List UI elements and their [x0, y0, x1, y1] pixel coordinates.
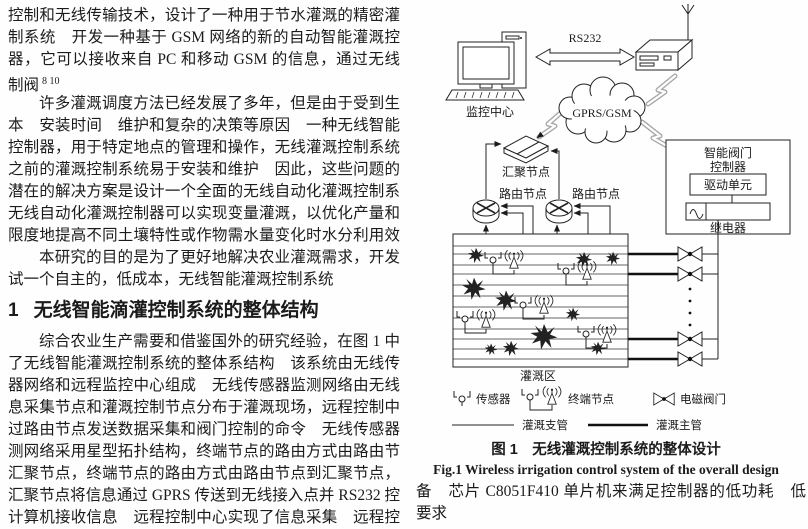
relay-label: 继电器 [710, 221, 746, 235]
text-line: 息采集节点和灌溉控制节点分布于灌溉现场，远程控制中心通 [8, 399, 400, 416]
text-line: 制系统 开发一种基于 GSM 网络的新的自动智能灌溉控制 [8, 29, 400, 46]
rs232-link-arrow [534, 48, 636, 66]
text-line: 汇聚节点将信息通过 GPRS 传送到无线接入点并 RS232 控制 [8, 487, 400, 504]
figure-caption-en: Fig.1 Wireless irrigation control system… [433, 462, 779, 477]
figure-legend: 传感器 终端节点 电磁阀门 灌溉支管 灌溉主管 [452, 385, 726, 432]
section-heading: 1 无线智能滴灌控制系统的整体结构 [8, 298, 400, 323]
smart-valve-controller-box: 智能阀门 控制器 驱动单元 继电器 [665, 139, 791, 235]
legend-terminal-node-label: 终端节点 [568, 392, 614, 406]
legend-terminal-node-icon [521, 385, 562, 411]
rs232-label: RS232 [569, 31, 602, 45]
router-node-right-label: 路由节点 [572, 186, 620, 201]
legend-sensor-icon [453, 390, 471, 407]
irrigation-field [452, 233, 629, 368]
legend-sensor-label: 传感器 [476, 392, 511, 406]
ellipsis-dots [688, 287, 692, 327]
sink-node-icon [502, 135, 550, 164]
legend-solenoid-valve-label: 电磁阀门 [680, 392, 726, 406]
text-line: 控制器，用于特定地点的管理和操作，无线灌溉控制系统相比 [8, 139, 400, 156]
text-line: 要求 [416, 505, 448, 522]
solenoid-valve-icon [677, 331, 703, 347]
drive-unit-label: 驱动单元 [704, 178, 752, 192]
text-line: 许多灌溉调度方法已经发展了多年，但是由于受到生产成 [39, 95, 400, 112]
text-line: 本 安装时间 维护和复杂的决策等原因 一种无线智能阀门 [8, 117, 400, 134]
controller-title-line1: 智能阀门 [704, 145, 752, 160]
monitoring-center-label: 监控中心 [466, 104, 514, 119]
text-line: 本研究的目的是为了更好地解决农业灌溉需求，开发和测 [39, 249, 400, 266]
wireless-access-point-icon [634, 4, 695, 72]
irrigation-area-label: 灌溉区 [520, 369, 556, 383]
text-line: 测网络采用星型拓扑结构，终端节点的路由方式由路由节点到 [8, 443, 400, 460]
section-title: 无线智能滴灌控制系统的整体结构 [33, 300, 319, 321]
solenoid-valve-icon [677, 246, 703, 262]
text-line: 计算机接收信息 远程控制中心实现了信息采集 远程控制 [8, 509, 400, 526]
reference-superscript: 8 10 [42, 76, 60, 87]
valve-column [628, 220, 719, 367]
router-node-left-icon [472, 199, 500, 224]
solenoid-valve-icon [677, 266, 703, 282]
controller-title-line2: 控制器 [710, 160, 746, 174]
solenoid-valve-icon [677, 351, 703, 367]
sink-node-label: 汇聚节点 [502, 165, 550, 179]
legend-branch-pipe-label: 灌溉支管 [522, 418, 568, 432]
text-line: 限度地提高不同土壤特性或作物需水量变化时水分利用效率 [8, 227, 400, 244]
text-line: 之前的灌溉控制系统易于安装和维护 因此，这些问题的一个 [8, 161, 400, 178]
legend-main-pipe-label: 灌溉主管 [656, 418, 702, 432]
text-run: 制阀 [8, 77, 40, 93]
text-line: 控制和无线传输技术，设计了一种用于节水灌溉的精密灌溉控 [8, 7, 400, 24]
figure-caption-zh: 图 1 无线灌溉控制系统的整体设计 [491, 442, 721, 458]
legend-valve-icon [653, 392, 675, 406]
router-node-right-icon [545, 199, 573, 224]
text-line: 试一个自主的，低成本，无线智能灌溉控制系统 [8, 271, 334, 288]
right-figure-column: 监控中心 RS232 [404, 0, 808, 528]
text-line: 器，它可以接收来自 PC 和移动 GSM 的信息，通过无线通信控 [8, 51, 400, 68]
lightning-link-cloud-sink-icon [536, 107, 567, 140]
lightning-link-cloud-controller-icon [639, 119, 677, 153]
text-line: 备 芯片 C8051F410 单片机来满足控制器的低功耗 低成本的 [416, 483, 806, 500]
section-number: 1 [8, 300, 19, 321]
text-line: 汇聚节点，终端节点的路由方式由路由节点到汇聚节点，然后 [8, 465, 400, 482]
monitoring-center-computer-icon [445, 31, 527, 101]
router-node-left-label: 路由节点 [499, 186, 547, 201]
text-line: 综合农业生产需要和借鉴国外的研究经验，在图 1 中显示 [39, 333, 400, 350]
lightning-link-ap-cloud-icon [645, 73, 678, 107]
text-line: 无线自动化灌溉控制器可以实现变量灌溉，以优化产量和最大 [8, 205, 400, 222]
gprs-gsm-cloud: GPRS/GSM [558, 76, 646, 144]
text-line: 器网络和远程监控中心组成 无线传感器监测网络由无线信 [8, 377, 400, 394]
right-column-text: 备 芯片 C8051F410 单片机来满足控制器的低功耗 低成本的 要求 [404, 478, 808, 525]
figure-1-diagram: 监控中心 RS232 [445, 4, 791, 432]
cloud-label: GPRS/GSM [572, 106, 632, 120]
relay-icon [685, 202, 771, 221]
text-line: 潜在的解决方案是设计一个全面的无线自动化灌溉控制系统 [8, 183, 400, 200]
text-line: 过路由节点发送数据采集和阀门控制的命令 无线传感器监 [8, 421, 400, 438]
text-line: 了无线智能灌溉控制系统的整体系结构 该系统由无线传感 [8, 355, 400, 372]
left-text-column: 控制和无线传输技术，设计了一种用于节水灌溉的精密灌溉控 制系统 开发一种基于 G… [0, 0, 404, 528]
